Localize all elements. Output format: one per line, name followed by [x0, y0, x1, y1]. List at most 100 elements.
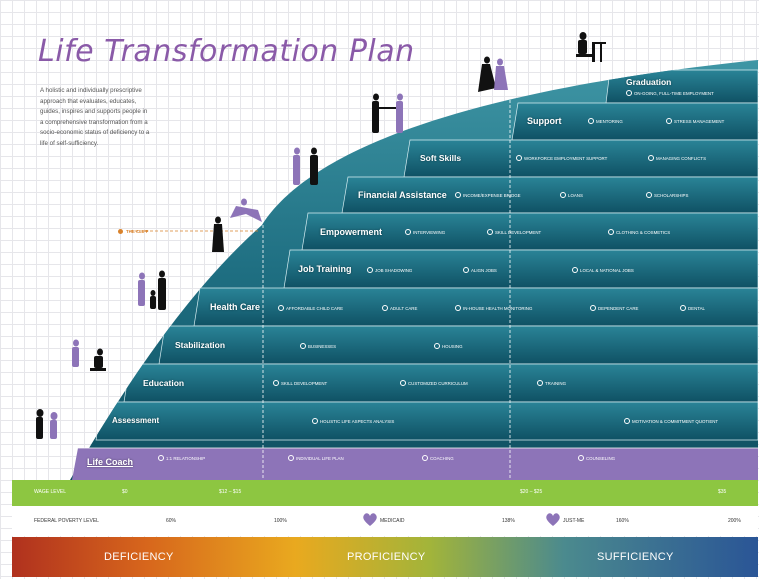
item-dependent-care: DEPENDENT CARE	[590, 305, 638, 312]
item-text: SKILL DEVELOPMENT	[495, 230, 542, 235]
bullet-icon	[648, 155, 654, 161]
item-text: CLOTHING & COSMETICS	[616, 230, 671, 235]
step-label-health-care: Health Care	[210, 302, 261, 312]
just-me-label: JUST-ME	[563, 518, 585, 524]
bullet-icon	[626, 90, 632, 96]
wage-value: $20 – $25	[520, 489, 543, 495]
wage-level-bar: WAGE LEVEL $0 $12 – $15 $20 – $25 $35	[12, 480, 758, 506]
item-affordable-child-care: AFFORDABLE CHILD CARE	[278, 305, 343, 312]
just-me-heart-icon	[546, 513, 560, 526]
item-text: WORKFORCE EMPLOYMENT SUPPORT	[524, 156, 608, 161]
item-text: HOLISTIC LIFE ASPECTS ANALYSIS	[320, 419, 395, 424]
item-interviewing: INTERVIEWING	[405, 229, 445, 236]
wage-value: $35	[718, 489, 727, 495]
item-job-shadowing: JOB SHADOWING	[367, 267, 412, 274]
item-scholarships: SCHOLARSHIPS	[646, 192, 688, 199]
bullet-icon	[578, 455, 584, 461]
step-label-financial-assistance: Financial Assistance	[358, 190, 447, 200]
item-text: SKILL DEVELOPMENT	[281, 381, 328, 386]
status-spectrum-bar: DEFICIENCY PROFICIENCY SUFFICIENCY	[12, 537, 758, 577]
item-text: ADULT CARE	[390, 306, 418, 311]
item-text: DEPENDENT CARE	[598, 306, 639, 311]
bullet-icon	[572, 267, 578, 273]
bullet-icon	[455, 305, 461, 311]
bullet-icon	[273, 380, 279, 386]
item-text: HOUSING	[442, 344, 463, 349]
bullet-icon	[288, 455, 294, 461]
item-motivation-quotient: MOTIVATION & COMMITMENT QUOTIENT	[624, 418, 718, 425]
item-coaching: COACHING	[422, 455, 454, 462]
step-label-assessment: Assessment	[112, 416, 160, 425]
cliff-label: THE CLIFF	[126, 229, 149, 234]
item-text: SCHOLARSHIPS	[654, 193, 689, 198]
item-text: INDIVIDUAL LIFE PLAN	[296, 456, 344, 461]
bullet-icon	[158, 455, 164, 461]
wage-level-label: WAGE LEVEL	[34, 489, 67, 495]
item-text: BUSINESSES	[308, 344, 337, 349]
bullet-icon	[680, 305, 686, 311]
bullet-icon	[646, 192, 652, 198]
medicaid-label: MEDICAID	[380, 518, 405, 524]
item-text: MENTORING	[596, 119, 623, 124]
step-label-stabilization: Stabilization	[175, 340, 226, 350]
bullet-icon	[278, 305, 284, 311]
item-text: LOANS	[568, 193, 583, 198]
item-text: ALIGN JOBS	[471, 268, 497, 273]
item-training: TRAINING	[537, 380, 566, 387]
step-label-support: Support	[527, 116, 562, 126]
item-counseling: COUNSELING	[578, 455, 615, 462]
bullet-icon	[312, 418, 318, 424]
step-label-education: Education	[143, 378, 185, 388]
item-ongoing-employment: ON-GOING, FULL-TIME EMPLOYMENT	[626, 90, 714, 97]
cliff-dot-icon	[118, 229, 123, 234]
item-individual-life-plan: INDIVIDUAL LIFE PLAN	[288, 455, 344, 462]
bullet-icon	[434, 343, 440, 349]
item-text: IN-HOUSE HEALTH MONITORING	[463, 306, 533, 311]
wage-value: $0	[122, 489, 128, 495]
item-text: TRAINING	[545, 381, 566, 386]
item-text: STRESS MANAGEMENT	[674, 119, 725, 124]
item-text: CUSTOMIZED CURRICULUM	[408, 381, 468, 386]
step-label-graduation: Graduation	[626, 77, 672, 87]
step-label-soft-skills: Soft Skills	[420, 153, 462, 163]
step-bands	[95, 69, 758, 441]
item-stress-management: STRESS MANAGEMENT	[666, 118, 724, 125]
bullet-icon	[300, 343, 306, 349]
item-text: ON-GOING, FULL-TIME EMPLOYMENT	[634, 91, 714, 96]
item-customized-curriculum: CUSTOMIZED CURRICULUM	[400, 380, 468, 387]
item-text: COUNSELING	[586, 456, 616, 461]
cliff-marker: THE CLIFF	[118, 229, 148, 234]
bullet-icon	[400, 380, 406, 386]
poverty-level-row: FEDERAL POVERTY LEVEL 60% 100% MEDICAID …	[12, 506, 758, 536]
item-clothing-cosmetics: CLOTHING & COSMETICS	[608, 229, 670, 236]
item-text: COACHING	[430, 456, 454, 461]
spectrum-label-sufficiency: SUFFICIENCY	[597, 551, 674, 563]
item-text: INTERVIEWING	[413, 230, 446, 235]
item-text: DENTAL	[688, 306, 705, 311]
item-managing-conflicts: MANAGING CONFLICTS	[648, 155, 706, 162]
poverty-level-label: FEDERAL POVERTY LEVEL	[34, 518, 99, 524]
poverty-value: 200%	[728, 518, 741, 524]
item-mentoring: MENTORING	[588, 118, 623, 125]
bullet-icon	[624, 418, 630, 424]
item-text: JOB SHADOWING	[375, 268, 413, 273]
item-income-expense-bridge: INCOME/EXPENSE BRIDGE	[455, 192, 521, 199]
item-skill-development-2: SKILL DEVELOPMENT	[487, 229, 541, 236]
wage-value: $12 – $15	[219, 489, 242, 495]
item-text: 1:1 RELATIONSHIP	[166, 456, 206, 461]
bullet-icon	[367, 267, 373, 273]
item-adult-care: ADULT CARE	[382, 305, 417, 312]
bullet-icon	[405, 229, 411, 235]
step-label-job-training: Job Training	[298, 264, 352, 274]
bullet-icon	[608, 229, 614, 235]
page-title: Life Transformation Plan	[38, 34, 415, 69]
bullet-icon	[560, 192, 566, 198]
item-housing: HOUSING	[434, 343, 463, 350]
step-label-life-coach: Life Coach	[87, 457, 134, 467]
bullet-icon	[590, 305, 596, 311]
item-1-1-relationship: 1:1 RELATIONSHIP	[158, 455, 205, 462]
bullet-icon	[382, 305, 388, 311]
item-text: AFFORDABLE CHILD CARE	[286, 306, 344, 311]
spectrum-label-deficiency: DEFICIENCY	[104, 551, 174, 563]
